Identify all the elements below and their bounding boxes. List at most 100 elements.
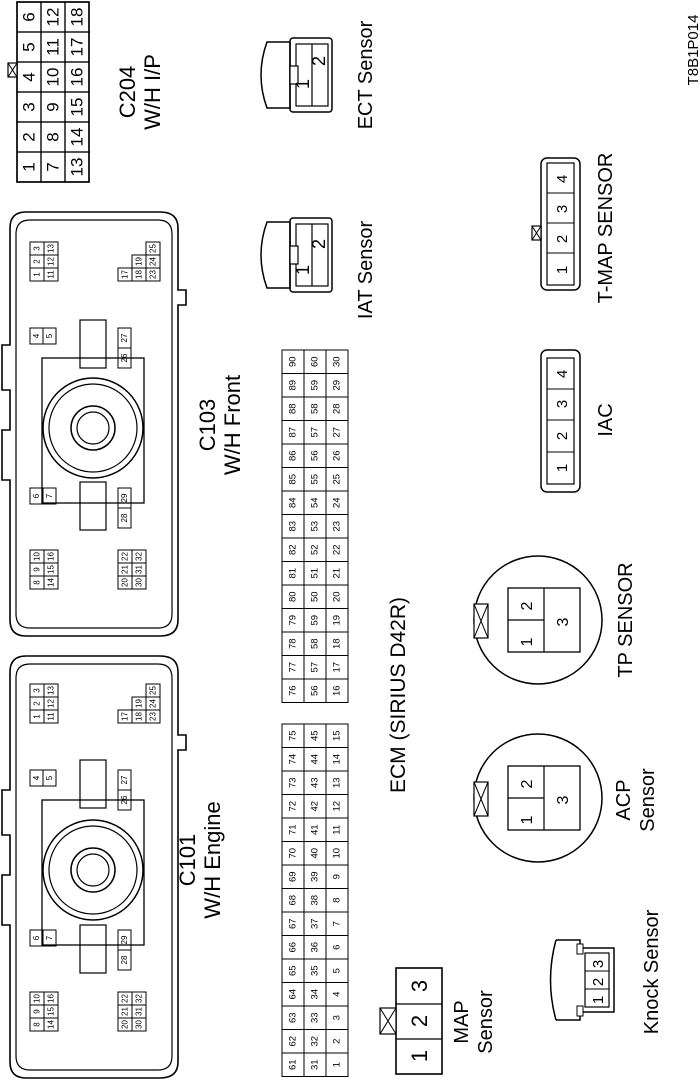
c101-pin-number: 8 — [33, 1022, 42, 1027]
c103-pin-number: 30 — [135, 578, 144, 587]
ecm-upper-pin-number: 89 — [288, 380, 299, 391]
c101-pin-number: 4 — [32, 775, 41, 780]
c103-pin-number: 2 — [33, 259, 42, 264]
c204-pin-number: 8 — [44, 132, 63, 141]
ecm-lower-pin-number: 34 — [310, 989, 321, 1000]
acp-pin-3: 3 — [555, 795, 572, 804]
c101-pin-number: 14 — [47, 1020, 56, 1029]
acp-label-line1: ACP — [613, 779, 635, 820]
iac-pin-1: 1 — [554, 464, 571, 472]
c204-pin-number: 14 — [68, 128, 87, 147]
c103-pin-number: 17 — [121, 270, 130, 279]
ecm-upper-pin-number: 29 — [332, 380, 343, 391]
ecm-upper-pin-number: 30 — [332, 356, 343, 367]
ecm-lower-pin-number: 1 — [332, 1062, 343, 1067]
c103-pin-number: 24 — [149, 257, 158, 266]
c101-pin-number: 15 — [47, 1007, 56, 1016]
ecm-lower-pin-number: 12 — [332, 801, 343, 812]
c101-pin-number: 13 — [47, 686, 56, 695]
c101-pin-number: 20 — [121, 1020, 130, 1029]
ecm-lower-pin-number: 70 — [288, 848, 299, 859]
c204-pin-number: 9 — [44, 102, 63, 111]
acp-pin-1: 1 — [519, 815, 536, 824]
ecm-upper-pin-number: 85 — [288, 474, 299, 485]
ecm-upper-pin-number: 23 — [332, 521, 343, 532]
tmap-label: T-MAP SENSOR — [595, 153, 617, 304]
ecm-upper-pin-number: 56 — [310, 685, 321, 696]
c103-pin-cell — [117, 507, 132, 529]
ecm-lower-pin-number: 64 — [288, 989, 299, 1000]
map-pin-1: 1 — [407, 1050, 432, 1062]
c204-pin-number: 5 — [20, 42, 39, 51]
c204-pin-number: 17 — [68, 38, 87, 57]
c204-pin-number: 10 — [44, 68, 63, 87]
c204-pin-number: 6 — [20, 12, 39, 21]
ecm-upper-pin-number: 57 — [310, 427, 321, 438]
ecm-lower-pin-number: 7 — [332, 921, 343, 926]
c101-pin-number: 30 — [135, 1020, 144, 1029]
ecm-upper-pin-number: 76 — [288, 685, 299, 696]
c103-pin-number: 18 — [135, 270, 144, 279]
c101-subtitle: W/H Engine — [200, 801, 225, 918]
ecm-upper-pin-number: 88 — [288, 403, 299, 414]
c101-pin-number: 25 — [149, 686, 158, 695]
ecm-lower-pin-number: 71 — [288, 824, 299, 835]
c103-pin-number: 27 — [120, 333, 129, 342]
tmap-sensor-connector: 1 2 3 4 T-MAP SENSOR — [531, 153, 617, 304]
c103-pin-number: 21 — [121, 565, 130, 574]
ecm-upper-pin-number: 50 — [310, 591, 321, 602]
ecm-lower-pin-number: 72 — [288, 801, 299, 812]
c204-pin-number: 13 — [68, 158, 87, 177]
ecm-lower-pin-number: 36 — [310, 942, 321, 953]
c103-pin-number: 11 — [47, 270, 56, 279]
iat-pin-1: 1 — [293, 265, 313, 275]
c103-pin-number: 22 — [121, 552, 130, 561]
ecm-lower-pin-number: 3 — [332, 1015, 343, 1020]
c101-pin-number: 27 — [120, 775, 129, 784]
ecm-lower-pin-number: 14 — [332, 754, 343, 765]
c101-pin-cell — [117, 789, 132, 811]
c103-pin-number: 16 — [47, 552, 56, 561]
c101-pin-number: 7 — [45, 935, 54, 940]
tmap-pin-1: 1 — [554, 266, 571, 274]
iac-pin-3: 3 — [554, 400, 571, 408]
c101-pin-number: 32 — [135, 994, 144, 1003]
c204-pin-number: 7 — [44, 162, 63, 171]
map-label-line1: MAP — [451, 1000, 473, 1043]
c101-pin-cell — [43, 1017, 59, 1032]
tp-pin-3: 3 — [555, 617, 572, 626]
ecm-upper-pin-number: 26 — [332, 450, 343, 461]
iac-label: IAC — [595, 403, 617, 436]
c101-pin-number: 19 — [135, 699, 144, 708]
ecm-lower-pin-number: 32 — [310, 1036, 321, 1047]
c101-pin-cell — [117, 949, 132, 971]
c103-pin-number: 19 — [135, 257, 144, 266]
ecm-upper-pin-number: 28 — [332, 403, 343, 414]
acp-pin-2: 2 — [519, 779, 536, 788]
c101-pin-number: 1 — [33, 714, 42, 719]
ecm-upper-pin-number: 59 — [310, 380, 321, 391]
knock-pin-3: 3 — [590, 960, 607, 968]
c103-title: C103 — [195, 399, 220, 452]
iac-pin-4: 4 — [554, 370, 571, 378]
iac-pin-2: 2 — [554, 432, 571, 440]
ect-label: ECT Sensor — [355, 20, 377, 129]
c103-pin-number: 13 — [47, 244, 56, 253]
knock-label: Knock Sensor — [641, 909, 663, 1034]
c103-pin-cell — [117, 347, 132, 369]
c103-subtitle: W/H Front — [220, 375, 245, 475]
c101-title: C101 — [175, 834, 200, 887]
ecm-upper-pin-number: 83 — [288, 521, 299, 532]
ecm-lower-pin-number: 68 — [288, 895, 299, 906]
ecm-upper-pin-number: 86 — [288, 450, 299, 461]
ecm-upper-pin-number: 81 — [288, 568, 299, 579]
c103-pin-number: 4 — [32, 333, 41, 338]
tp-pin-1: 1 — [519, 637, 536, 646]
ecm-upper-pin-number: 59 — [310, 615, 321, 626]
ecm-upper-pin-number: 56 — [310, 450, 321, 461]
ect-sensor-connector: 1 2 ECT Sensor — [260, 20, 377, 129]
c101-pin-number: 12 — [47, 699, 56, 708]
c101-pin-number: 29 — [120, 935, 129, 944]
c101-pin-number: 22 — [121, 994, 130, 1003]
